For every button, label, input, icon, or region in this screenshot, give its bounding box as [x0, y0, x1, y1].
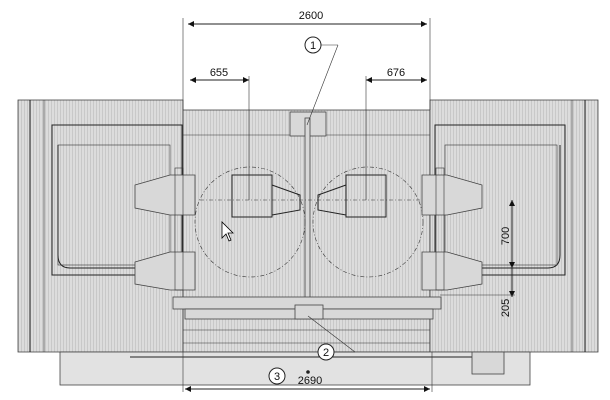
dimensions [182, 18, 515, 392]
machine-base [59, 351, 531, 386]
center-bar [304, 117, 311, 301]
callout-1: 1 [304, 36, 322, 54]
svg-text:2: 2 [323, 347, 329, 359]
mouse-cursor-icon [221, 221, 234, 242]
dim-left-offset: 655 [210, 67, 228, 79]
svg-text:3: 3 [274, 371, 280, 383]
dim-overall-top: 2600 [299, 10, 323, 22]
dim-vertical-upper: 700 [500, 227, 512, 245]
bottom-rail [172, 296, 442, 320]
dim-right-offset: 676 [387, 67, 405, 79]
left-cabinet [17, 99, 184, 353]
svg-text:1: 1 [310, 40, 316, 52]
dim-overall-bottom: 2690 [298, 375, 322, 387]
right-cabinet [429, 99, 599, 353]
dim-vertical-lower: 205 [500, 299, 512, 317]
callout-3: 3 [268, 367, 286, 385]
left-rotary-circle [194, 166, 306, 278]
tool-holders [134, 167, 483, 291]
callout-2: 2 [317, 343, 335, 361]
right-rotary-circle [312, 166, 424, 278]
